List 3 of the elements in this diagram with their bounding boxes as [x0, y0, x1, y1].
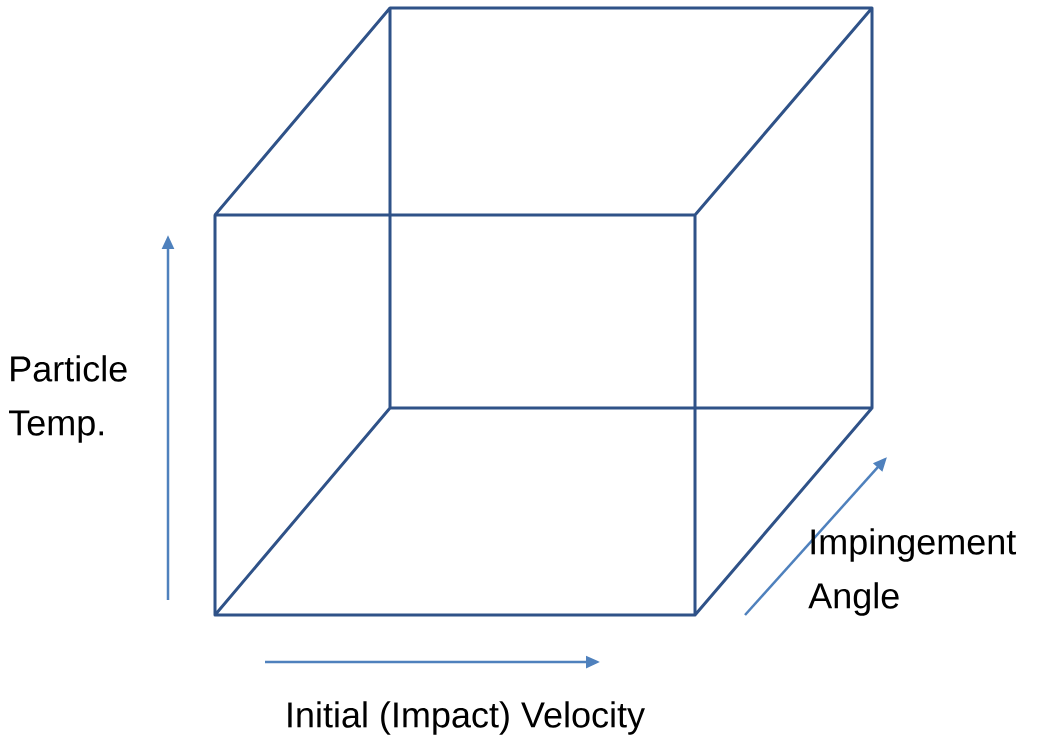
axis-label: Initial (Impact) Velocity — [288, 701, 645, 735]
axis-label: Impingement Angle — [808, 528, 1016, 616]
axis-label: Particle Temp. — [9, 355, 127, 443]
